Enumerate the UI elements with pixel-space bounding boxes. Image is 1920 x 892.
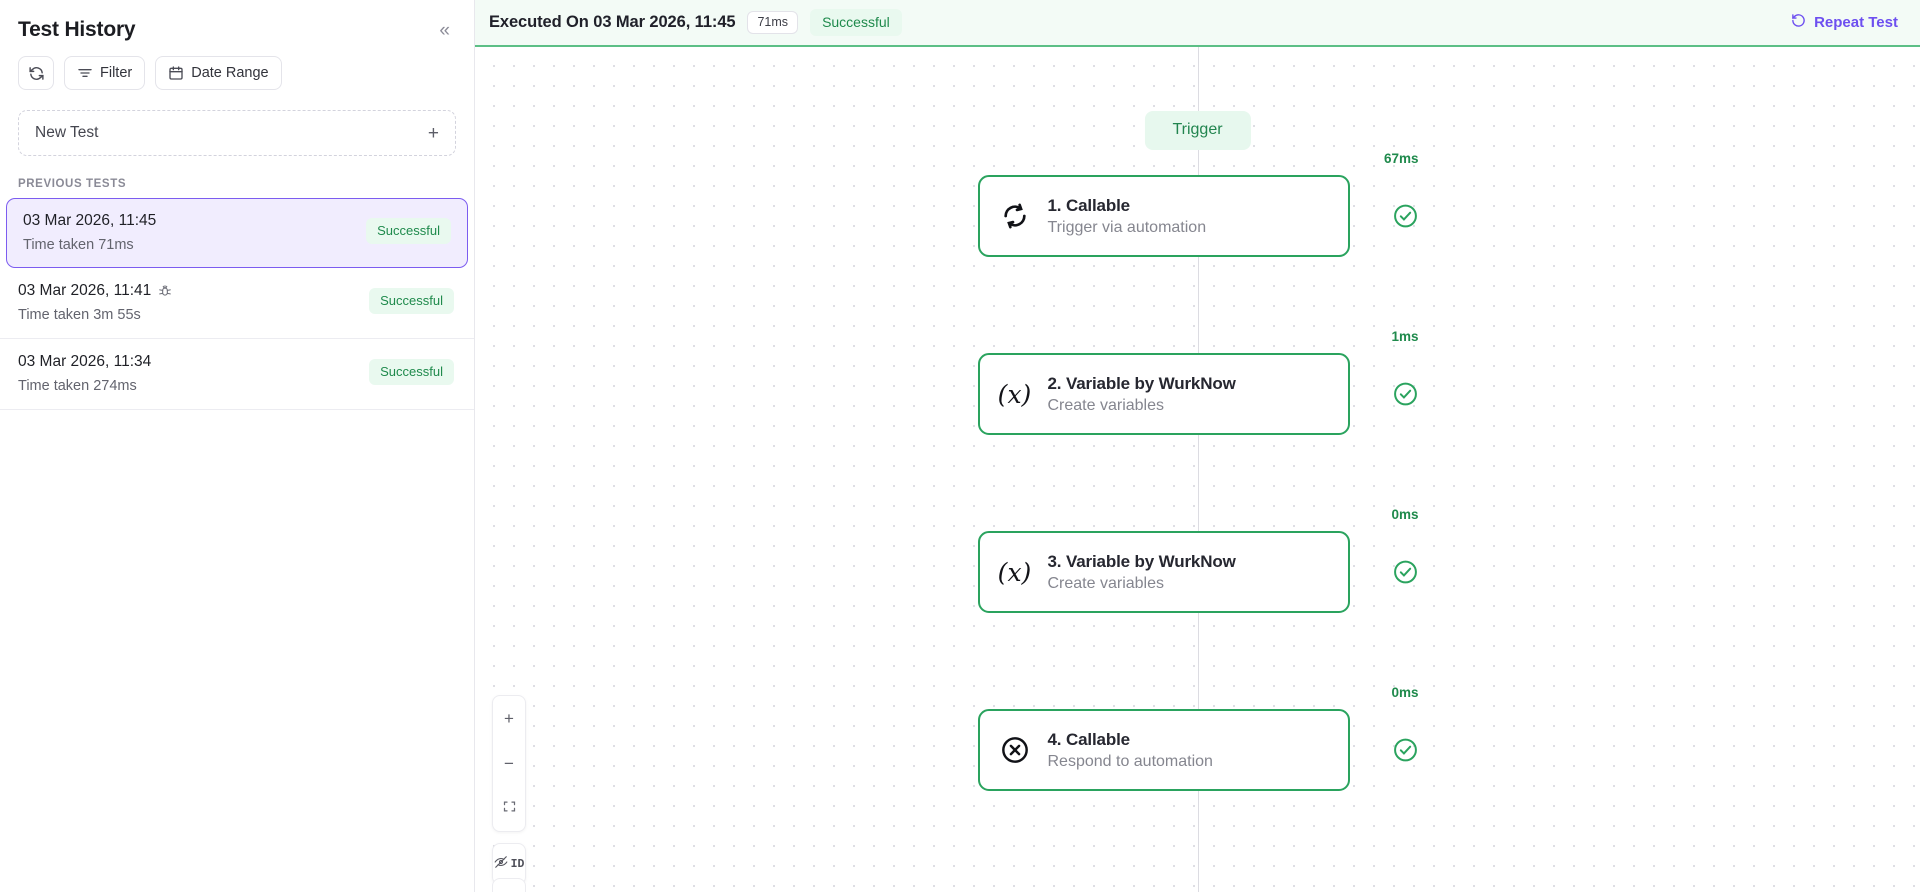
page-title: Test History	[18, 18, 136, 41]
repeat-test-label: Repeat Test	[1814, 14, 1898, 31]
id-label: ID	[510, 857, 525, 871]
test-history-item[interactable]: 03 Mar 2026, 11:45 Time taken 71ms Succe…	[6, 198, 468, 268]
calendar-icon	[168, 65, 184, 81]
flow-node-1[interactable]: 67ms 1. Callable Trigger via automation	[977, 151, 1419, 257]
node-title: 1. Callable	[1047, 195, 1131, 215]
sidebar-header: Test History «	[0, 0, 474, 56]
status-badge: Successful	[369, 359, 454, 385]
node-subtitle: Create variables	[1047, 396, 1165, 414]
chevrons-left-icon[interactable]: «	[439, 19, 450, 41]
trigger-chip[interactable]: Trigger	[1144, 111, 1251, 150]
node-title: 2. Variable by WurkNow	[1047, 373, 1236, 393]
flow-nodes: Trigger 67ms 1. Callable Trig	[475, 47, 1920, 892]
flow-connector-line	[1197, 47, 1199, 892]
execution-title: Executed On 03 Mar 2026, 11:45	[489, 13, 736, 31]
test-history-list: 03 Mar 2026, 11:45 Time taken 71ms Succe…	[0, 198, 474, 892]
check-circle-icon	[1393, 382, 1418, 407]
fit-view-button[interactable]	[493, 786, 525, 831]
filter-icon	[77, 65, 93, 81]
filter-button[interactable]: Filter	[64, 56, 146, 90]
execution-duration-pill: 71ms	[747, 11, 799, 34]
node-duration: 0ms	[1391, 685, 1419, 700]
test-duration: Time taken 3m 55s	[18, 307, 141, 323]
date-range-label: Date Range	[191, 65, 269, 81]
test-date: 03 Mar 2026, 11:45	[23, 212, 157, 229]
status-badge: Successful	[366, 218, 451, 244]
node-duration: 1ms	[1391, 329, 1419, 344]
new-test-button[interactable]: New Test +	[18, 110, 456, 156]
bug-icon	[158, 284, 172, 298]
check-circle-icon	[1393, 560, 1418, 585]
rotate-ccw-icon	[1791, 13, 1806, 32]
toggle-id-button[interactable]: ID	[493, 844, 525, 884]
test-duration: Time taken 274ms	[18, 378, 137, 394]
node-title: 3. Variable by WurkNow	[1047, 551, 1236, 571]
refresh-button[interactable]	[18, 56, 54, 90]
flow-node-4[interactable]: 0ms 4. Callable Respond to automation	[977, 685, 1419, 791]
zoom-controls: + −	[492, 695, 526, 832]
x-circle-icon	[998, 736, 1032, 764]
node-subtitle: Respond to automation	[1047, 752, 1213, 770]
variable-x-icon: (x)	[997, 557, 1032, 587]
extra-control-button[interactable]	[492, 878, 526, 892]
test-history-item[interactable]: 03 Mar 2026, 11:41 Time taken 3m 55s S	[0, 268, 474, 339]
refresh-cycle-icon	[998, 202, 1032, 230]
zoom-in-button[interactable]: +	[504, 708, 514, 728]
execution-detail-panel: Executed On 03 Mar 2026, 11:45 71ms Succ…	[475, 0, 1920, 892]
node-duration: 67ms	[1383, 151, 1419, 166]
check-circle-icon	[1393, 204, 1418, 229]
refresh-icon	[28, 65, 45, 82]
node-subtitle: Create variables	[1047, 574, 1165, 592]
variable-x-icon: (x)	[997, 379, 1032, 409]
test-date: 03 Mar 2026, 11:34	[18, 353, 152, 370]
test-duration: Time taken 71ms	[23, 237, 134, 253]
sidebar-toolbar: Filter Date Range	[0, 56, 474, 104]
check-circle-icon	[1393, 738, 1418, 763]
repeat-test-button[interactable]: Repeat Test	[1791, 13, 1898, 32]
test-date: 03 Mar 2026, 11:41	[18, 282, 172, 300]
flow-canvas[interactable]: Trigger 67ms 1. Callable Trig	[475, 47, 1920, 892]
test-history-sidebar: Test History « Filter	[0, 0, 475, 892]
eye-off-icon	[494, 855, 508, 874]
filter-label: Filter	[100, 65, 133, 81]
node-subtitle: Trigger via automation	[1047, 218, 1207, 236]
previous-tests-label: PREVIOUS TESTS	[18, 178, 127, 190]
fit-view-icon	[502, 799, 517, 819]
test-history-item[interactable]: 03 Mar 2026, 11:34 Time taken 274ms Succ…	[0, 339, 474, 410]
flow-node-3[interactable]: 0ms (x) 3. Variable by WurkNow Create va…	[977, 507, 1419, 613]
flow-node-2[interactable]: 1ms (x) 2. Variable by WurkNow Create va…	[977, 329, 1419, 435]
status-badge: Successful	[369, 288, 454, 314]
execution-topbar: Executed On 03 Mar 2026, 11:45 71ms Succ…	[475, 0, 1920, 47]
execution-status-badge: Successful	[810, 9, 902, 36]
plus-icon: +	[427, 122, 439, 144]
node-duration: 0ms	[1391, 507, 1419, 522]
zoom-out-button[interactable]: −	[504, 753, 514, 773]
date-range-button[interactable]: Date Range	[155, 56, 282, 90]
new-test-label: New Test	[35, 124, 99, 141]
node-title: 4. Callable	[1047, 729, 1131, 749]
